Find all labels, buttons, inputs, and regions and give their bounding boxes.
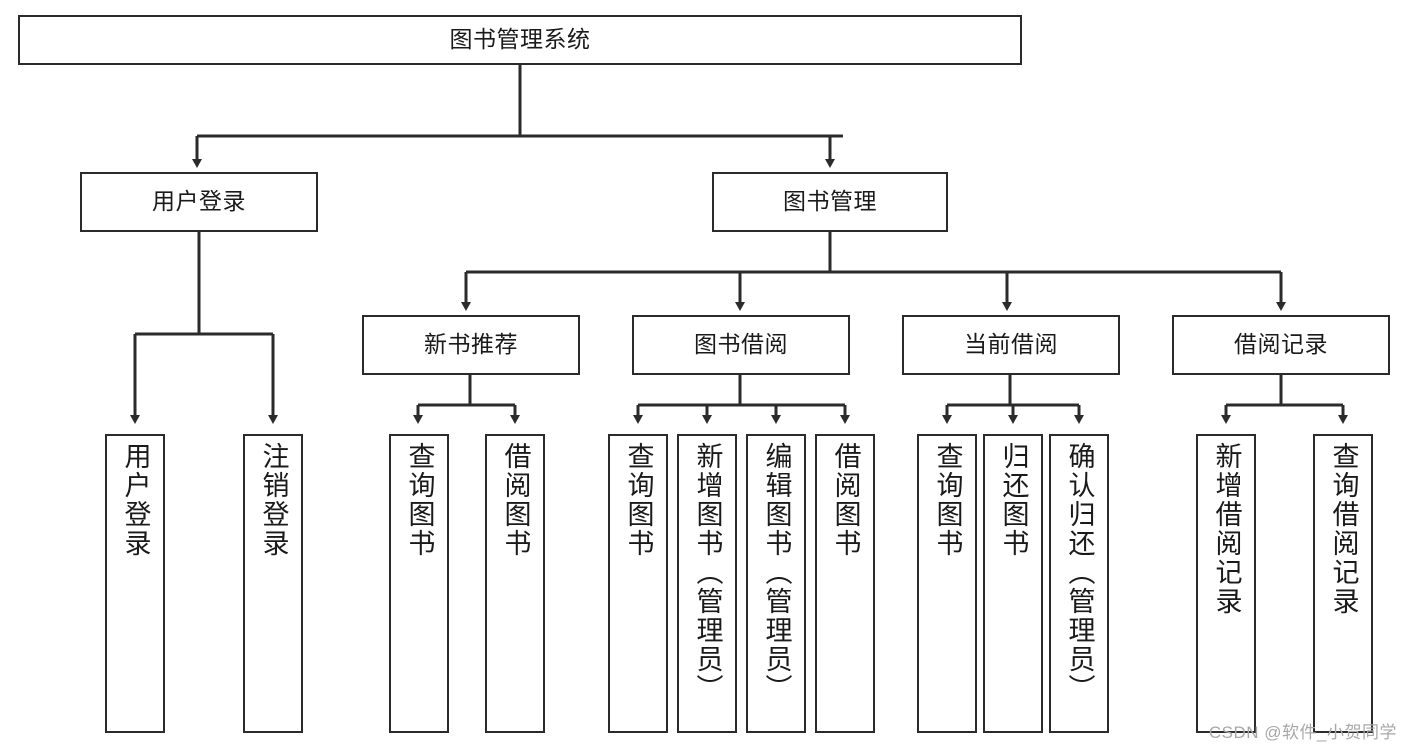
- node-leaf-return-book[interactable]: 归还图书: [983, 434, 1043, 733]
- node-user-login[interactable]: 用户登录: [80, 172, 318, 232]
- node-label: 借阅记录: [1234, 331, 1328, 358]
- node-label: 新增图书（管理员）: [692, 442, 723, 703]
- node-label: 编辑图书（管理员）: [761, 442, 792, 703]
- node-book-management[interactable]: 图书管理: [712, 172, 948, 232]
- node-leaf-logout[interactable]: 注销登录: [243, 434, 303, 733]
- node-label: 新书推荐: [424, 331, 518, 358]
- node-leaf-add-borrow-record[interactable]: 新增借阅记录: [1196, 434, 1256, 733]
- node-label: 归还图书: [998, 442, 1029, 558]
- node-leaf-edit-book-admin[interactable]: 编辑图书（管理员）: [746, 434, 806, 733]
- watermark-text: CSDN @软件_小贺同学: [1208, 723, 1397, 742]
- node-borrow-record[interactable]: 借阅记录: [1172, 315, 1390, 375]
- node-leaf-query-book-recommend[interactable]: 查询图书: [389, 434, 449, 733]
- node-leaf-query-book-borrowing[interactable]: 查询图书: [608, 434, 668, 733]
- node-leaf-confirm-return-admin[interactable]: 确认归还（管理员）: [1049, 434, 1109, 733]
- node-label: 用户登录: [152, 188, 246, 215]
- node-label: 注销登录: [258, 442, 289, 558]
- node-root-book-management-system[interactable]: 图书管理系统: [18, 15, 1022, 65]
- node-leaf-borrow-book-borrowing[interactable]: 借阅图书: [815, 434, 875, 733]
- node-label: 确认归还（管理员）: [1064, 442, 1095, 703]
- node-new-book-recommendation[interactable]: 新书推荐: [362, 315, 580, 375]
- node-leaf-query-borrow-record[interactable]: 查询借阅记录: [1313, 434, 1373, 733]
- node-label: 当前借阅: [964, 331, 1058, 358]
- node-label: 查询借阅记录: [1328, 442, 1359, 616]
- node-book-borrowing[interactable]: 图书借阅: [632, 315, 850, 375]
- node-label: 新增借阅记录: [1211, 442, 1242, 616]
- node-leaf-borrow-book-recommend[interactable]: 借阅图书: [485, 434, 545, 733]
- node-leaf-user-login[interactable]: 用户登录: [105, 434, 165, 733]
- node-label: 借阅图书: [830, 442, 861, 558]
- node-label: 图书借阅: [694, 331, 788, 358]
- node-label: 图书管理系统: [449, 26, 591, 53]
- node-label: 查询图书: [623, 442, 654, 558]
- node-label: 查询图书: [932, 442, 963, 558]
- node-label: 用户登录: [120, 442, 151, 558]
- node-label: 图书管理: [783, 188, 877, 215]
- node-leaf-add-book-admin[interactable]: 新增图书（管理员）: [677, 434, 737, 733]
- node-current-borrowing[interactable]: 当前借阅: [902, 315, 1120, 375]
- node-label: 借阅图书: [500, 442, 531, 558]
- node-label: 查询图书: [404, 442, 435, 558]
- node-leaf-query-book-current[interactable]: 查询图书: [917, 434, 977, 733]
